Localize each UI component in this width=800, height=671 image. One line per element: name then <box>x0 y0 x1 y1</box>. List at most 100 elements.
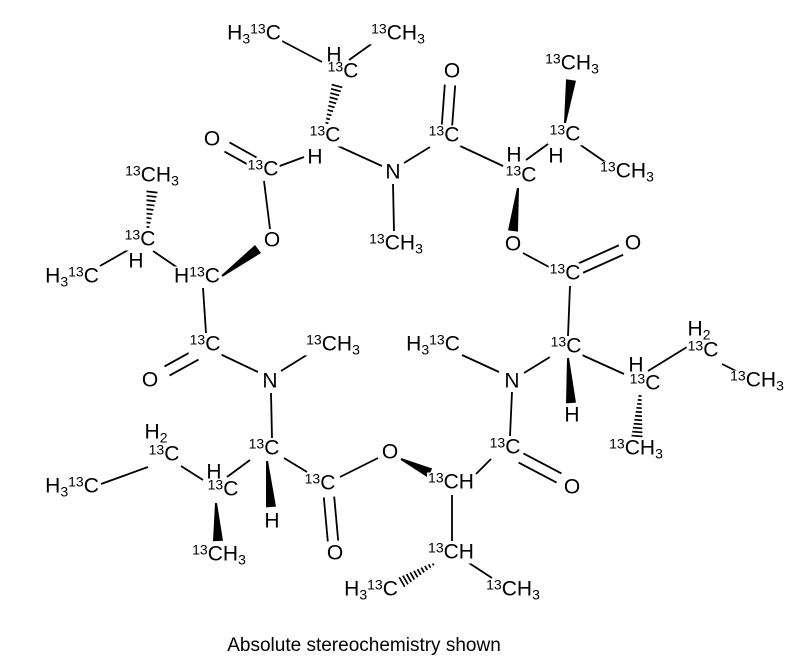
right-ester-oxygen: O <box>503 232 523 256</box>
bond-single <box>276 156 305 168</box>
bond-hash <box>326 113 332 117</box>
bottomright-carbonyl-oxygen: O <box>562 475 582 499</box>
bond-single <box>226 459 251 478</box>
right-ethyl-methyl: 13CH3 <box>729 367 785 394</box>
bond-wedge <box>564 79 576 124</box>
right-n-methyl: H313C <box>405 331 461 358</box>
stereochemistry-caption: Absolute stereochemistry shown <box>227 635 501 656</box>
bottomleft-ch2-carbon: 13C <box>147 441 181 466</box>
bond-single <box>281 40 323 63</box>
bond-double <box>333 496 340 541</box>
bond-single <box>567 285 571 337</box>
bond-hash <box>146 212 153 216</box>
right-ester-dbl-oxygen: O <box>623 231 643 255</box>
top-left-methyl: H313C <box>226 20 282 47</box>
bond-double <box>582 253 624 274</box>
left-carbonyl-oxygen: O <box>140 368 160 392</box>
bond-single <box>99 249 129 267</box>
top-nitrogen: N <box>384 160 402 184</box>
bond-hash <box>632 426 643 430</box>
bond-double <box>169 358 199 377</box>
bond-hash <box>409 571 416 581</box>
bottomleft-ch2-h2: H2 <box>143 420 169 446</box>
bond-hash <box>631 434 643 438</box>
bond-hash <box>146 208 154 211</box>
bottomcenter-isopropyl-ch: 13CH <box>427 539 475 564</box>
bottomleft-alpha-h: H <box>263 509 281 533</box>
topright-isopropyl-carbon: 13C <box>548 121 582 146</box>
top-n-methyl: 13CH3 <box>368 230 424 257</box>
bond-hash <box>424 565 429 571</box>
bond-hash <box>405 573 412 583</box>
right-secbutyl-h: H <box>627 353 645 377</box>
bond-hash <box>632 430 643 434</box>
bond-single <box>337 145 383 167</box>
right-ch2-carbon: 13C <box>686 337 720 362</box>
bottomleft-secbutyl-h: H <box>205 460 223 484</box>
bond-single <box>468 562 493 579</box>
bond-single <box>461 354 500 373</box>
bottomleft-alpha-carbon: 13C <box>247 435 281 460</box>
bond-single <box>522 252 550 268</box>
bond-double <box>322 497 329 542</box>
bond-hash <box>413 570 419 578</box>
bond-single <box>578 143 609 165</box>
bond-single <box>339 457 379 478</box>
bond-single <box>219 353 259 373</box>
right-alpha-h: H <box>563 403 581 427</box>
top-isopropyl-h: H <box>325 43 343 67</box>
topright-carbonyl-carbon: 13C <box>427 122 461 147</box>
right-hash-methyl: 13CH3 <box>608 435 664 462</box>
bottomleft-ethyl-methyl: H313C <box>44 473 100 500</box>
bond-single <box>523 356 551 374</box>
bond-hash <box>633 422 643 426</box>
bond-single <box>202 287 207 334</box>
bond-hash <box>329 96 338 101</box>
bond-wedge <box>400 458 433 478</box>
bond-hash <box>427 563 432 569</box>
bond-hash <box>325 121 329 125</box>
topright-wedge-methyl: 13CH3 <box>544 50 600 77</box>
right-secbutyl-carbon: 13C <box>628 370 662 395</box>
bond-hash <box>146 217 152 220</box>
bond-single <box>525 143 549 161</box>
bond-single <box>280 352 311 372</box>
bond-single <box>152 250 179 269</box>
bond-hash <box>416 568 422 576</box>
bottomleft-secbutyl-carbon: 13C <box>206 476 240 501</box>
bond-hash <box>331 83 343 89</box>
bond-hash <box>420 567 425 573</box>
bottomleft-n-methyl: 13CH3 <box>305 331 361 358</box>
bond-single <box>100 466 149 485</box>
bond-single <box>509 391 513 437</box>
bottomcenter-alpha-ch: 13CH <box>427 469 475 494</box>
bottomright-carbonyl-carbon: 13C <box>488 434 522 459</box>
right-alpha-carbon: 13C <box>549 333 583 358</box>
topright-carbonyl-oxygen: O <box>442 59 462 83</box>
topright-alpha-carbon: 13C <box>504 162 538 187</box>
bond-double <box>523 452 562 475</box>
bond-wedge <box>566 357 576 404</box>
bottomleft-nitrogen: N <box>261 369 279 393</box>
bottomcenter-left-methyl: H313C <box>343 576 399 603</box>
bond-single <box>263 180 271 230</box>
bond-single <box>180 465 204 481</box>
left-ester-oxygen: O <box>262 228 282 252</box>
left-alpha-ch: H13C <box>173 263 221 288</box>
left-isopropyl-carbon: 13C <box>123 226 157 251</box>
bottomcenter-ester-oxygen: O <box>380 440 400 464</box>
bond-hash <box>146 203 155 207</box>
bond-hash <box>402 575 409 585</box>
bond-hash <box>328 100 337 105</box>
top-carbonyl-oxygen: O <box>202 127 222 151</box>
topright-alpha-h: H <box>505 143 523 167</box>
bond-wedge <box>221 245 261 277</box>
left-carbonyl-carbon: 13C <box>188 331 222 356</box>
top-isopropyl-carbon: 13C <box>326 58 360 83</box>
bottomleft-ester-dbl-oxygen: O <box>325 541 345 565</box>
bottomcenter-right-methyl: 13CH3 <box>485 576 541 603</box>
bond-hash <box>330 87 341 93</box>
bond-single <box>475 458 492 475</box>
top-carbonyl-carbon: 13C <box>246 156 280 181</box>
